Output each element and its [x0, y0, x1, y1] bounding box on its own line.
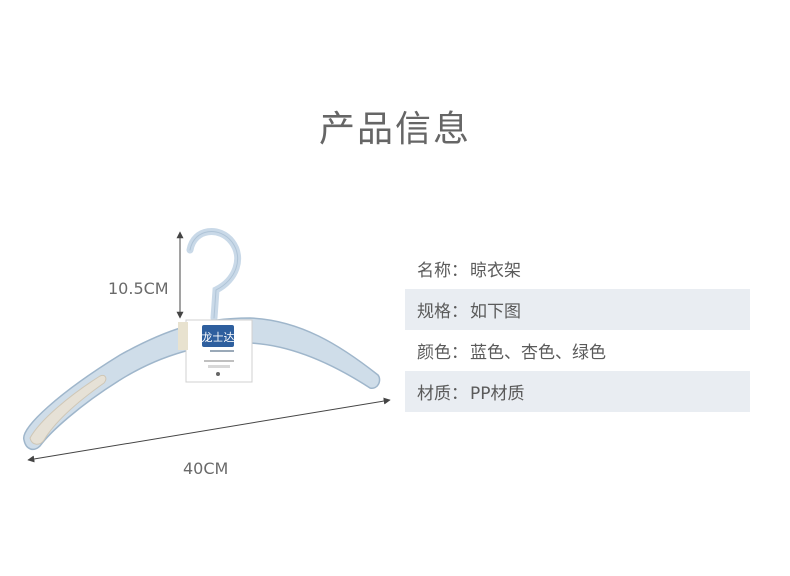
- spec-key: 名称：: [417, 261, 468, 281]
- spec-row-name: 名称： 晾衣架: [405, 248, 750, 289]
- spec-value: 晾衣架: [470, 261, 521, 281]
- spec-row-material: 材质： PP材质: [405, 371, 750, 412]
- tag-brand-box: [202, 325, 234, 347]
- height-label: 10.5CM: [108, 279, 169, 298]
- spec-row-size: 规格： 如下图: [405, 289, 750, 330]
- spec-key: 材质：: [417, 384, 468, 404]
- width-dimension-line: [27, 397, 391, 463]
- spec-key: 规格：: [417, 302, 468, 322]
- spec-value: 蓝色、杏色、绿色: [470, 343, 606, 363]
- spec-value: 如下图: [470, 302, 521, 322]
- tag-brand-text: 龙士达: [202, 331, 235, 344]
- hanger-tag: 龙士达: [178, 319, 253, 383]
- page-title: 产品信息: [318, 109, 471, 150]
- width-label: 40CM: [183, 459, 229, 478]
- spec-key: 颜色：: [417, 343, 468, 363]
- hanger-hook: [186, 228, 242, 322]
- spec-value: PP材质: [470, 384, 525, 404]
- spec-table: 名称： 晾衣架 规格： 如下图 颜色： 蓝色、杏色、绿色 材质： PP材质: [405, 248, 750, 412]
- grip-pad: [29, 375, 107, 445]
- product-figure: 龙士达 10.5CM 40CM: [23, 228, 391, 478]
- spec-row-color: 颜色： 蓝色、杏色、绿色: [405, 330, 750, 371]
